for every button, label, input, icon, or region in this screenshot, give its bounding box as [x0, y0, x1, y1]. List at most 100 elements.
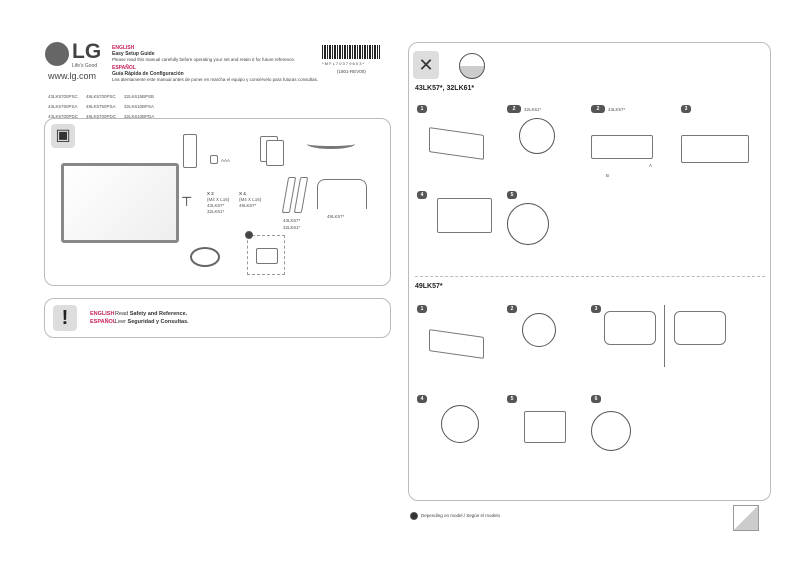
- step-badge: 1: [417, 105, 427, 113]
- model-list: 43LK5700PSC 49LK5700PSC 32LK615BPSB 43LK57…: [48, 94, 174, 119]
- tagline: Life's Good: [72, 63, 98, 69]
- step-badge: 2: [507, 305, 517, 313]
- model: 43LK5700PDC: [48, 114, 79, 119]
- manual-icon: [266, 140, 284, 166]
- divider: [664, 305, 665, 367]
- battery-icon: [210, 155, 218, 164]
- screws-b: X 4 (M4 X L16) 49LK57*: [239, 191, 261, 209]
- model: 49LK5700PDC: [86, 114, 117, 119]
- model: 49LK5750PSA: [86, 104, 116, 109]
- stand-base-icon: [307, 139, 355, 149]
- page-turn-icon: [733, 505, 759, 531]
- model: 43LK5750PSA: [48, 104, 78, 109]
- screws-a: X 2 (M4 X L16) 43LK57* 32LK61*: [207, 191, 229, 215]
- remote-control-icon: [183, 134, 197, 168]
- screw-icon: ⊤: [181, 194, 193, 209]
- step-illustration: [441, 405, 479, 443]
- label-a: A: [649, 163, 653, 168]
- stand-a-model: 32LK61*: [283, 225, 301, 230]
- model: 43LK5700PSC: [48, 94, 78, 99]
- step-badge: 5: [507, 395, 517, 403]
- step-badge: 1: [417, 305, 427, 313]
- step-illustration: [604, 311, 656, 345]
- assembly-panel: ✕ 43LK57*, 32LK61* 1 2 32LK61* 2 43LK57*…: [408, 42, 771, 501]
- screws-b-model: 49LK57*: [239, 203, 257, 208]
- screws-a-model: 43LK57*: [207, 203, 225, 208]
- stand-a-models: 43LK57* 32LK61*: [283, 217, 300, 231]
- step-model: 43LK57*: [608, 107, 626, 112]
- step-badge: 3: [681, 105, 691, 113]
- intro-text: ENGLISH Easy Setup Guide Please read thi…: [112, 45, 322, 83]
- step-illustration: [591, 411, 631, 451]
- step-illustration: [437, 198, 492, 233]
- step-badge: 2: [591, 105, 605, 113]
- step-badge: 5: [507, 191, 517, 199]
- model: 32LK615BPSB: [124, 94, 155, 99]
- stand-b-icon: [317, 179, 367, 209]
- model: 49LK5700PSC: [86, 94, 116, 99]
- footnote: Depending on model / Según el modelo: [421, 513, 501, 518]
- power-cable-icon: [190, 247, 220, 267]
- english-text: Please read this manual carefully before…: [112, 57, 296, 62]
- step-model: 32LK61*: [524, 107, 542, 112]
- barcode-code: (1801-REV00): [337, 69, 366, 74]
- website-url: www.lg.com: [48, 71, 97, 81]
- spanish-label: ESPAÑOL: [112, 65, 136, 71]
- stand-leg-icon: [293, 177, 309, 213]
- step-illustration: [429, 329, 484, 359]
- step-badge: 6: [591, 395, 601, 403]
- screws-a-spec: (M4 X L16): [207, 197, 230, 202]
- screws-a-qty: X 2: [207, 191, 214, 196]
- label-b: B: [606, 173, 610, 178]
- tv-illustration: [61, 163, 179, 243]
- screws-a-model: 32LK61*: [207, 209, 225, 214]
- spanish-title: Guía Rápida de Configuración: [112, 71, 184, 77]
- english-label: ENGLISH: [90, 311, 115, 317]
- step-badge: 4: [417, 191, 427, 199]
- screws-b-spec: (M4 X L16): [239, 197, 262, 202]
- warning-icon: !: [53, 305, 77, 331]
- accessories-panel: ▣ AAA ⊤ X 2 (M4 X L16) 43LK57* 32LK61* X…: [44, 118, 391, 286]
- stand-a-model: 43LK57*: [283, 218, 301, 223]
- english-label: ENGLISH: [112, 45, 135, 51]
- step-illustration: [591, 135, 653, 159]
- step-illustration: [429, 127, 484, 160]
- safety-english-bold: Safety and Reference.: [129, 311, 188, 317]
- optional-accessory: [245, 231, 285, 275]
- model: 32LK610BPSA: [124, 104, 155, 109]
- safety-panel: ! ENGLISHRead Safety and Reference. ESPA…: [44, 298, 391, 338]
- safety-english-pre: Read: [115, 311, 130, 317]
- cable-holder-icon: [256, 248, 278, 264]
- safety-spanish-pre: Leer: [115, 319, 128, 325]
- step-badge: 3: [591, 305, 601, 313]
- spanish-label: ESPAÑOL: [90, 319, 117, 325]
- stand-b-model: 49LK57*: [327, 214, 345, 219]
- lg-logo: LG: [72, 40, 102, 63]
- barcode: [322, 45, 380, 59]
- step-illustration: [681, 135, 749, 163]
- step-badge: 2: [507, 105, 521, 113]
- step-illustration: [524, 411, 566, 443]
- step-illustration: [507, 203, 549, 245]
- plus-icon: [410, 512, 418, 520]
- step-illustration: [519, 118, 555, 154]
- step-badge: 4: [417, 395, 427, 403]
- lg-logo-icon: [45, 42, 69, 66]
- safety-spanish-bold: Seguridad y Consultas.: [127, 319, 189, 325]
- model: 32LK610BPDA: [124, 114, 155, 119]
- screws-b-qty: X 4: [239, 191, 246, 196]
- step-illustration: [674, 311, 726, 345]
- no-liquid-icon: [459, 53, 485, 79]
- english-title: Easy Setup Guide: [112, 51, 155, 57]
- safety-text: ENGLISHRead Safety and Reference. ESPAÑO…: [90, 310, 189, 326]
- section1-title: 43LK57*, 32LK61*: [415, 85, 475, 92]
- barcode-text: * M F L 7 0 3 7 9 6 0 3 *: [322, 61, 365, 66]
- divider: [415, 276, 765, 277]
- step-illustration: [522, 313, 556, 347]
- box-contents-icon: ▣: [51, 124, 75, 148]
- spanish-text: Lea atentamente este manual antes de pon…: [112, 77, 319, 82]
- plus-icon: [245, 231, 253, 239]
- tools-icon: ✕: [413, 51, 439, 79]
- battery-label: AAA: [221, 158, 231, 163]
- section2-title: 49LK57*: [415, 283, 443, 290]
